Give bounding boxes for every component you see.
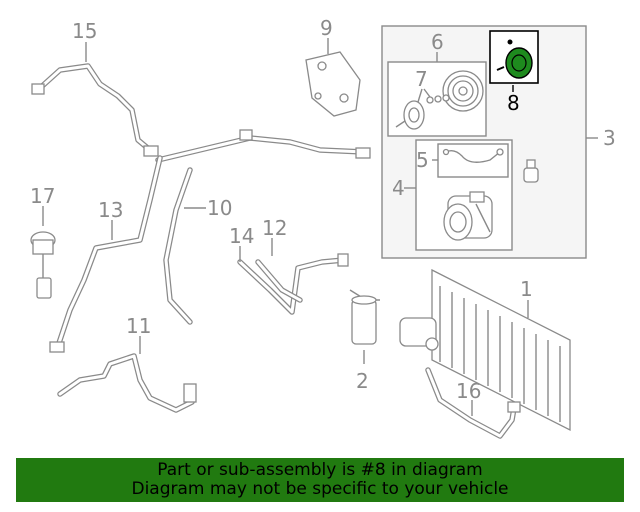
parts-diagram: 3 6 7 8 4 <box>30 16 616 439</box>
callout-17[interactable]: 17 <box>30 184 55 208</box>
hose-11 <box>57 336 197 413</box>
callout-5[interactable]: 5 <box>416 148 429 172</box>
callout-13[interactable]: 13 <box>98 198 123 222</box>
callout-14[interactable]: 14 <box>229 224 254 248</box>
callout-10[interactable]: 10 <box>207 196 232 220</box>
receiver-17 <box>30 206 56 299</box>
compressor-bracket <box>305 38 361 117</box>
callout-11[interactable]: 11 <box>126 314 151 338</box>
callout-6[interactable]: 6 <box>431 30 444 54</box>
harness-box <box>432 143 509 178</box>
clutch-plate <box>395 88 450 130</box>
banner-line-2: Diagram may not be specific to your vehi… <box>131 479 509 499</box>
hose-15 <box>31 42 159 157</box>
clutch-pulley <box>442 70 484 112</box>
hose-16 <box>425 367 521 439</box>
condenser <box>399 268 571 432</box>
relief-valve <box>523 159 539 183</box>
banner-line-1: Part or sub-assembly is #8 in diagram <box>157 460 483 480</box>
callout-9[interactable]: 9 <box>320 16 333 40</box>
callout-15[interactable]: 15 <box>72 19 97 43</box>
highlighted-part-box[interactable] <box>489 30 539 92</box>
callout-1[interactable]: 1 <box>520 277 533 301</box>
callout-16[interactable]: 16 <box>456 379 481 403</box>
notice-banner: Part or sub-assembly is #8 in diagram Di… <box>16 458 624 502</box>
callout-3[interactable]: 3 <box>603 126 616 150</box>
hose-13 <box>49 155 163 353</box>
hose-14-12 <box>237 238 349 315</box>
callout-7[interactable]: 7 <box>415 67 428 91</box>
callout-12[interactable]: 12 <box>262 216 287 240</box>
callout-4[interactable]: 4 <box>392 176 405 200</box>
receiver-drier <box>349 289 380 364</box>
compressor <box>443 191 493 241</box>
hose-10 <box>155 129 371 325</box>
callout-8[interactable]: 8 <box>507 91 520 115</box>
callout-2[interactable]: 2 <box>356 369 369 393</box>
